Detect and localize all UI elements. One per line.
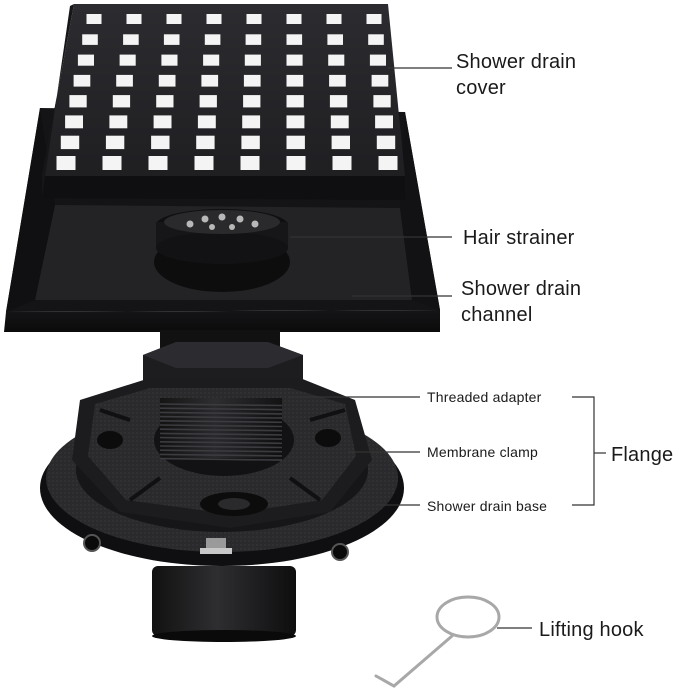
cover-hole — [123, 34, 139, 45]
pipe-thread — [159, 445, 283, 449]
cover-hole — [286, 156, 306, 170]
label-shower-drain-cover-line2: cover — [456, 77, 506, 99]
cover-hole — [243, 74, 261, 87]
cover-hole — [197, 115, 216, 129]
cover-hole — [86, 14, 102, 24]
pipe-thread — [159, 453, 283, 457]
membrane-clamp — [72, 378, 372, 528]
label-shower-drain-cover-line1: Shower drain — [456, 51, 577, 73]
cover-hole — [373, 95, 391, 108]
cover-hole — [119, 54, 136, 66]
cover-hole — [286, 135, 305, 150]
pipe-thread — [159, 424, 283, 428]
label-membrane-clamp: Membrane clamp — [427, 444, 538, 460]
cover-hole — [158, 74, 176, 87]
cover-hole — [194, 156, 214, 170]
cover-hole — [371, 74, 389, 87]
cover-hole — [163, 34, 180, 45]
pipe-thread — [159, 407, 283, 411]
cover-hole — [286, 74, 304, 87]
lifting-hook — [374, 595, 501, 688]
pipe-thread — [159, 432, 283, 436]
cover-hole — [156, 95, 174, 108]
cover-hole — [166, 14, 182, 24]
cover-hole — [148, 156, 168, 170]
cover-hole — [112, 95, 131, 108]
cover-hole — [332, 156, 352, 170]
cover-hole — [102, 156, 122, 170]
label-hair-strainer: Hair strainer — [463, 227, 575, 249]
label-lifting-hook: Lifting hook — [539, 619, 644, 641]
cover-hole — [243, 95, 261, 108]
cover-hole — [368, 34, 384, 45]
cover-hole — [329, 95, 348, 108]
cover-hole — [286, 34, 303, 45]
cover-hole — [331, 135, 350, 150]
cover-hole — [376, 135, 396, 150]
cover-hole — [244, 54, 261, 66]
cover-hole — [69, 95, 87, 108]
cover-hole — [326, 14, 342, 24]
cover-hole — [77, 54, 94, 66]
pipe-thread — [159, 449, 283, 453]
cover-hole — [105, 135, 125, 150]
cover-hole — [204, 34, 221, 45]
cover-hole — [203, 54, 220, 66]
pipe-thread — [159, 403, 283, 407]
cover-hole — [56, 156, 76, 170]
pipe-thread — [159, 415, 283, 419]
cover-hole — [82, 34, 98, 45]
hair-strainer — [156, 209, 288, 264]
pipe-thread — [159, 441, 283, 445]
cover-hole — [116, 74, 133, 87]
cover-hole — [366, 14, 382, 24]
pipe-thread — [159, 411, 283, 415]
cover-hole — [286, 95, 304, 108]
cover-hole — [286, 14, 302, 24]
pipe-thread — [159, 420, 283, 424]
cover-hole — [199, 95, 217, 108]
cover-hole — [206, 14, 222, 24]
cover-hole — [246, 14, 262, 24]
cover-hole — [109, 115, 128, 129]
cover-hole — [241, 135, 260, 150]
cover-hole — [65, 115, 83, 129]
label-shower-drain-base: Shower drain base — [427, 498, 548, 514]
label-flange: Flange — [611, 444, 674, 466]
pipe-thread — [159, 457, 283, 461]
leader-lines — [290, 67, 606, 629]
cover-hole — [196, 135, 215, 150]
cover-hole — [329, 74, 346, 87]
cover-hole — [126, 14, 142, 24]
cover-hole — [245, 34, 262, 45]
cover-hole — [286, 54, 303, 66]
cover-hole — [375, 115, 393, 129]
cover-hole — [153, 115, 172, 129]
cover-hole — [330, 115, 349, 129]
label-shower-drain-channel-line1: Shower drain — [461, 278, 582, 300]
pipe-thread — [159, 436, 283, 440]
label-shower-drain-channel-line2: channel — [461, 304, 533, 326]
pipe-thread — [159, 428, 283, 432]
cover-hole — [286, 115, 305, 129]
cover-hole — [60, 135, 80, 150]
cover-hole — [161, 54, 178, 66]
cover-hole — [201, 74, 219, 87]
label-threaded-adapter: Threaded adapter — [427, 389, 542, 405]
cover-hole — [327, 34, 343, 45]
shower-drain-cover — [42, 4, 405, 200]
cover-hole — [378, 156, 398, 170]
cover-hole — [369, 54, 386, 66]
cover-hole — [328, 54, 345, 66]
cover-hole — [242, 115, 261, 129]
flange-bracket — [572, 396, 595, 506]
cover-hole — [151, 135, 170, 150]
cover-hole — [240, 156, 260, 170]
cover-hole — [73, 74, 91, 87]
